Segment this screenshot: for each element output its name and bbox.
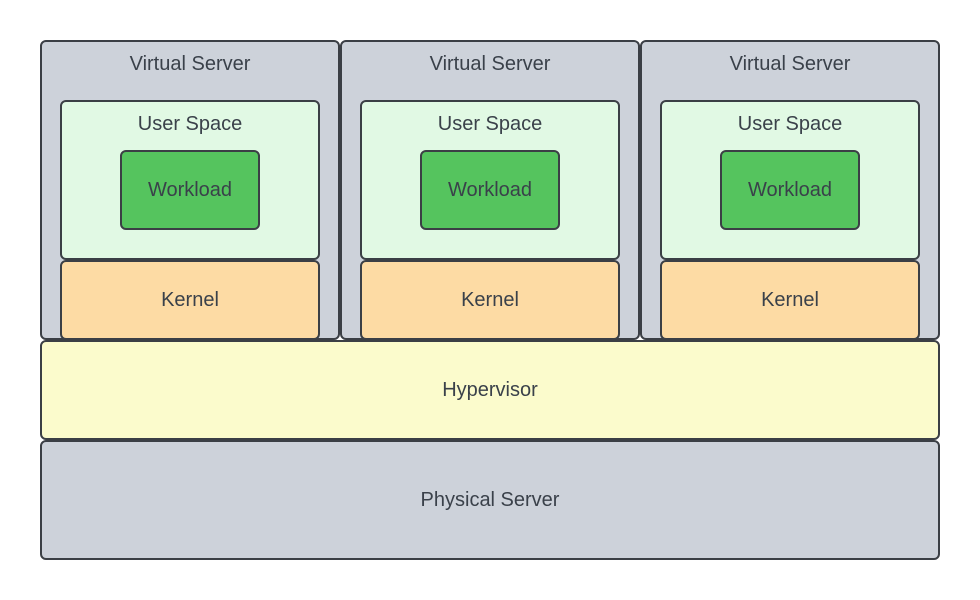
user-space-label: User Space [137, 113, 243, 135]
user-space-label: User Space [737, 113, 843, 135]
virtual-server-title: Virtual Server [729, 53, 851, 75]
workload-label: Workload [447, 179, 533, 201]
kernel-2: Kernel [360, 260, 620, 340]
hypervisor-layer: Hypervisor [40, 340, 940, 440]
user-space-label: User Space [437, 113, 543, 135]
hypervisor-label: Hypervisor [442, 379, 538, 401]
kernel-label: Kernel [461, 289, 519, 311]
workload-label: Workload [147, 179, 233, 201]
workload-3: Workload [720, 150, 860, 230]
workload-label: Workload [747, 179, 833, 201]
kernel-label: Kernel [161, 289, 219, 311]
workload-2: Workload [420, 150, 560, 230]
physical-server-layer: Physical Server [40, 440, 940, 560]
kernel-1: Kernel [60, 260, 320, 340]
user-space-1: User Space [60, 100, 320, 260]
kernel-label: Kernel [761, 289, 819, 311]
virtual-server-title: Virtual Server [129, 53, 251, 75]
workload-1: Workload [120, 150, 260, 230]
virtual-server-title: Virtual Server [429, 53, 551, 75]
physical-server-label: Physical Server [420, 489, 560, 511]
kernel-3: Kernel [660, 260, 920, 340]
